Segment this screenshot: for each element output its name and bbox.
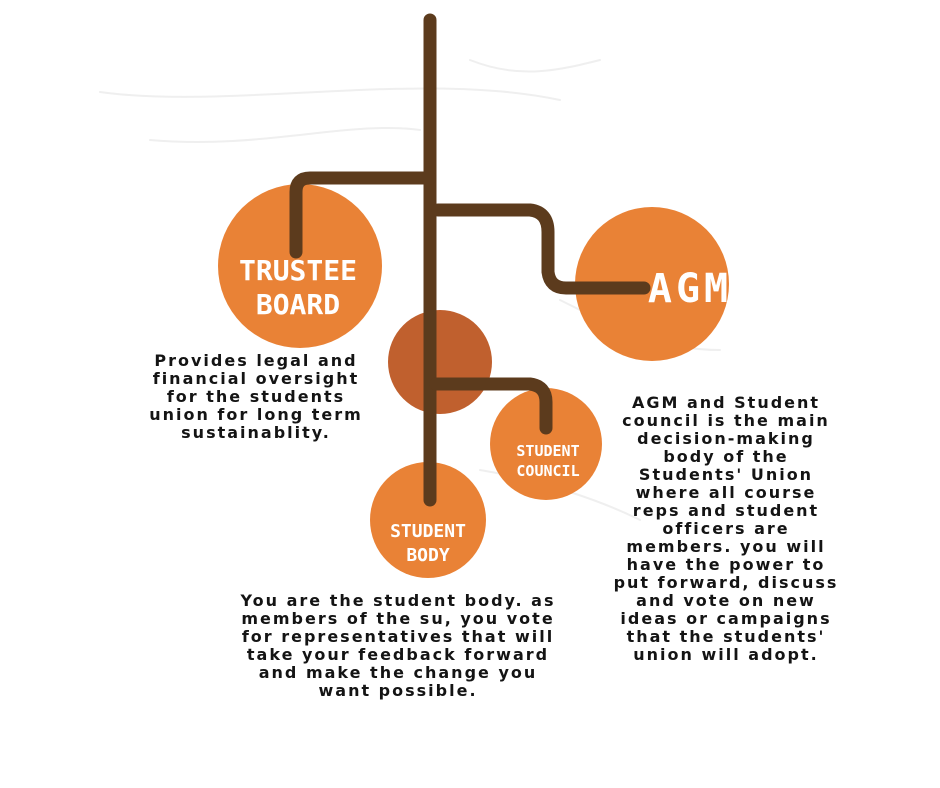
agm-label: AGM (648, 266, 732, 312)
trustee-board-node (218, 184, 382, 348)
branches (289, 13, 651, 507)
student-council-label-line2: COUNCIL (516, 462, 579, 480)
council-branch (429, 377, 553, 435)
student-council-node (490, 388, 602, 500)
trustee-board-description: Provides legal and financial oversight f… (149, 351, 363, 442)
agm-description: AGM and Student council is the main deci… (613, 393, 839, 664)
agm-branch (431, 203, 651, 295)
agm-node (575, 207, 729, 361)
trustee-board-label-line1: TRUSTEE (239, 254, 357, 287)
student-body-description: You are the student body. as members of … (240, 591, 556, 700)
student-body-label-line2: BODY (406, 545, 450, 566)
center-node (388, 310, 492, 414)
student-body-label-line1: STUDENT (390, 521, 466, 542)
trustee-board-label-line2: BOARD (256, 288, 340, 321)
student-council-label-line1: STUDENT (516, 442, 579, 460)
trustee-branch (289, 171, 437, 259)
student-body-node (370, 462, 486, 578)
